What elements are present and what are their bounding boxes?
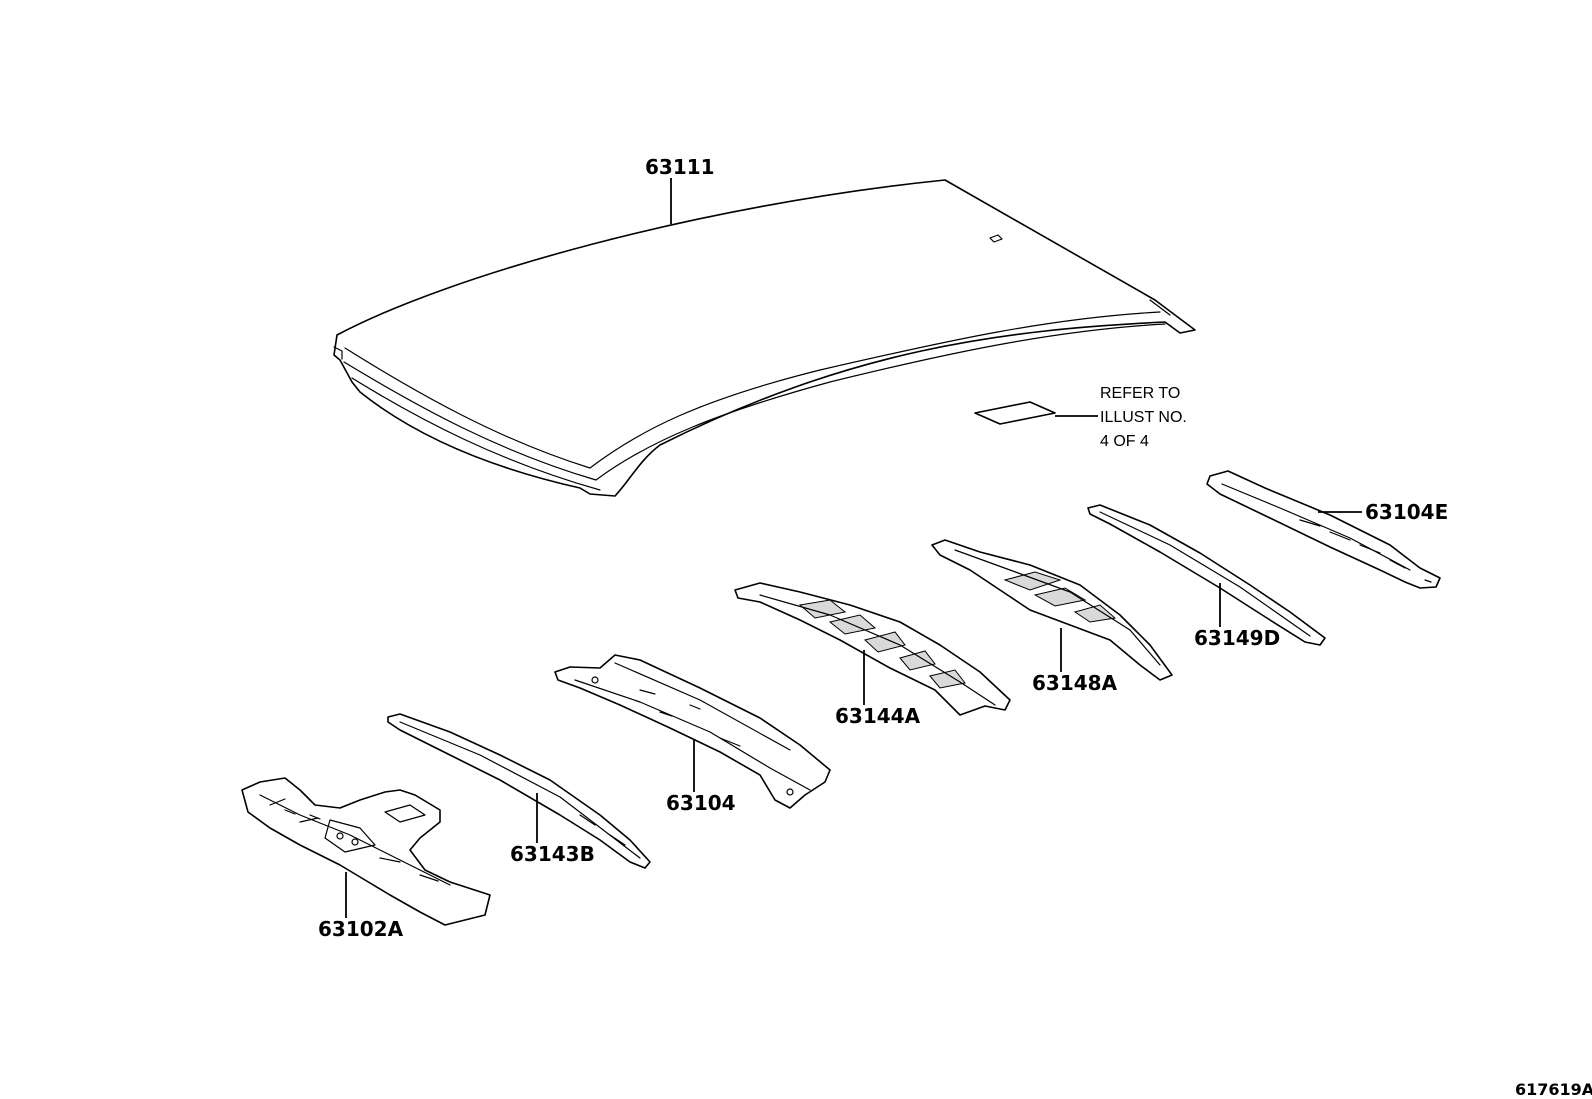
mid-bow-part [734,582,1011,716]
front-header-part [241,777,491,926]
roof-panel [333,179,1196,497]
rear-header-part [1206,470,1441,589]
rear-bow-part [1087,504,1326,646]
reference-note-line-1: REFER TO [1100,385,1180,402]
illustration-code: 617619A [1515,1080,1592,1099]
front-bow-part [387,713,651,869]
reference-part [974,401,1098,425]
mid-bow-label: 63144A [835,704,921,728]
roof-panel-label: 63111 [645,155,715,179]
rear-center-bow-label: 63148A [1032,671,1118,695]
center-bow-part [554,654,831,809]
rear-header-label: 63104E [1365,500,1448,524]
rear-bow-label: 63149D [1194,626,1280,650]
reference-note-line-2: ILLUST NO. [1100,409,1187,426]
front-header-label: 63102A [318,917,404,941]
reference-note-line-3: 4 OF 4 [1100,433,1149,450]
center-bow-label: 63104 [666,791,736,815]
front-bow-label: 63143B [510,842,595,866]
rear-center-bow-part [931,539,1173,681]
